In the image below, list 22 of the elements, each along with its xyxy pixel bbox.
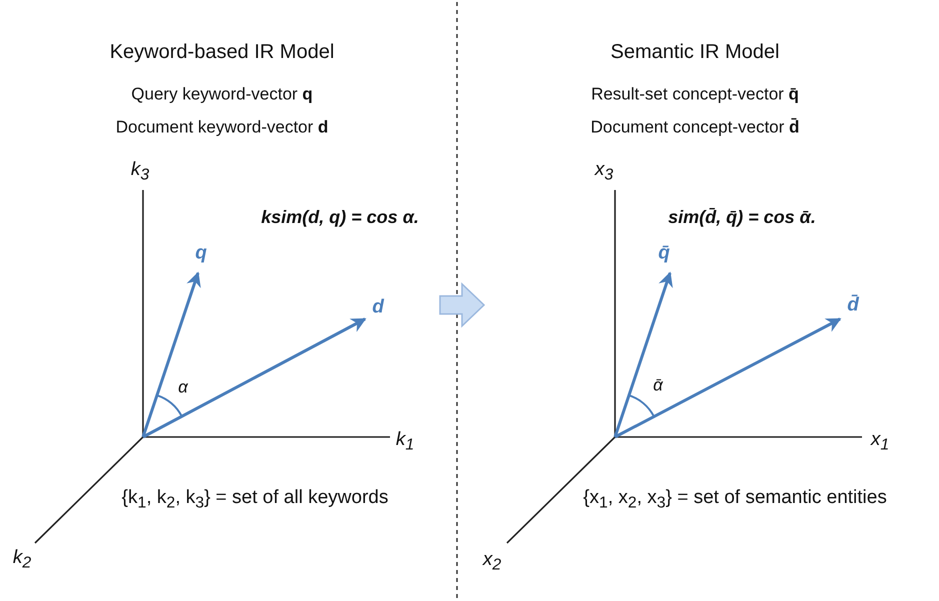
vector-description: Document concept-vector d̄ xyxy=(590,118,800,138)
vector-description: Query keyword-vector q xyxy=(131,86,313,104)
set-definition: {k$_{1}$, k$_{2}$, k$_{3}$} = set of all keywords xyxy=(122,488,388,512)
axis-label: x$_{3}$ xyxy=(594,160,614,184)
vector-label: d xyxy=(372,298,384,318)
vector-description: Result-set concept-vector q̄ xyxy=(591,86,799,104)
panel-heading: Semantic IR Model xyxy=(610,41,780,63)
vector-label: q xyxy=(195,244,207,264)
axis-label: x$_{1}$ xyxy=(870,430,890,454)
angle-label: ᾱ xyxy=(653,376,663,396)
angle-label: α xyxy=(178,378,188,398)
vector-label: q̄ xyxy=(658,244,670,264)
similarity-formula: ksim(d, q) = cos α. xyxy=(261,208,419,228)
axis-label: k$_{2}$ xyxy=(12,548,32,572)
vector-description: Document keyword-vector d xyxy=(116,118,328,138)
set-definition: {x$_{1}$, x$_{2}$, x$_{3}$} = set of semantic entities xyxy=(583,488,887,512)
axis-label: k$_{1}$ xyxy=(396,430,414,454)
panel-heading: Keyword-based IR Model xyxy=(110,41,334,63)
axis-label: x$_{2}$ xyxy=(482,550,502,574)
axis-label: k$_{3}$ xyxy=(130,160,150,184)
vector-label: d̄ xyxy=(847,296,859,316)
similarity-formula: sim(d̄, q̄) = cos ᾱ. xyxy=(668,208,816,228)
